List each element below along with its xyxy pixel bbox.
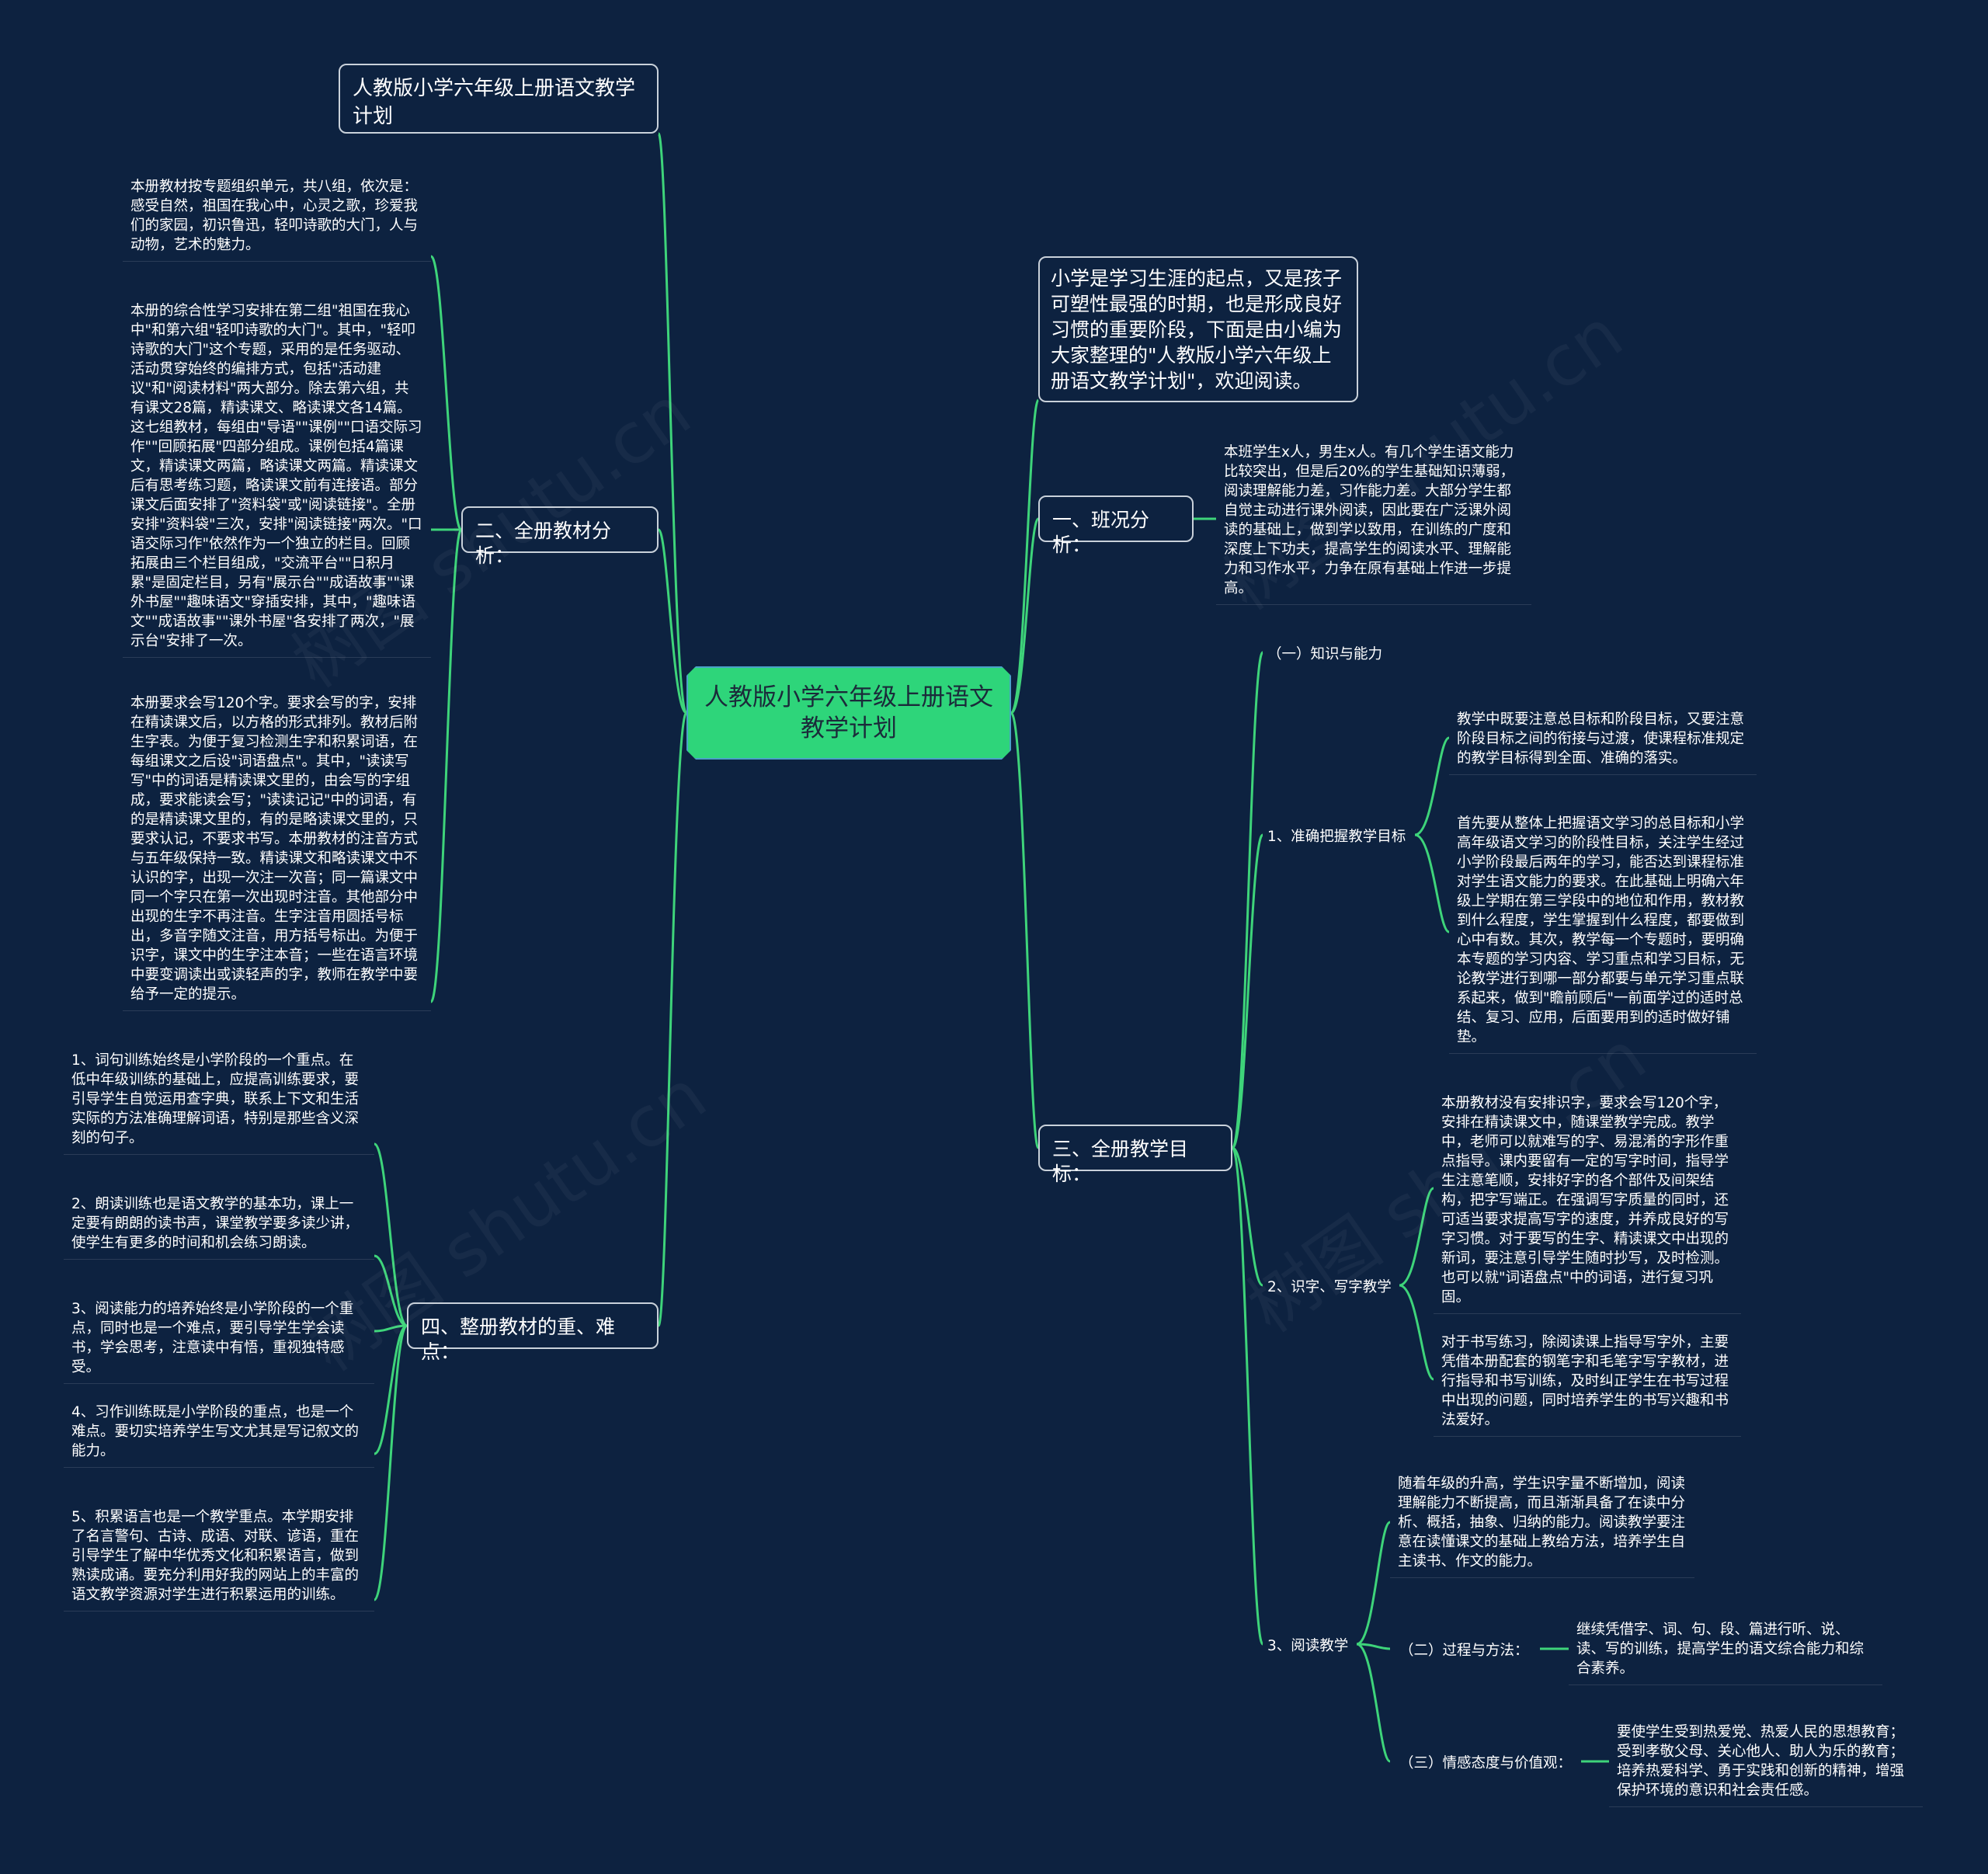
link-b4-leaf1 (373, 1142, 408, 1327)
branch-materials-analysis[interactable]: 二、全册教材分析： (461, 506, 659, 567)
branch-key-difficult-points[interactable]: 四、整册教材的重、难点： (407, 1302, 659, 1363)
link-s3-emotion (1356, 1643, 1392, 1763)
leaf-target-1: 教学中既要注意总目标和阶段目标，又要注意阶段目标之间的衔接与过渡，使课程标准规定… (1449, 704, 1757, 775)
sub-knowledge-ability[interactable]: （一）知识与能力 (1267, 646, 1383, 662)
intro-box[interactable]: 小学是学习生涯的起点，又是孩子可塑性最强的时期，也是形成良好习惯的重要阶段，下面… (1038, 256, 1358, 402)
leaf-point-1: 1、词句训练始终是小学阶段的一个重点。在低中年级训练的基础上，应提高训练要求，要… (64, 1045, 374, 1155)
link-b4-leaf3 (374, 1324, 408, 1333)
link-center-intro (1010, 398, 1040, 714)
link-center-branch1 (1010, 517, 1040, 714)
link-b4-leaf2 (374, 1254, 408, 1327)
sub-emotion-values[interactable]: （三）情感态度与价值观： (1399, 1755, 1573, 1771)
link-b2-leaf1 (429, 255, 463, 531)
link-center-titlebox (657, 132, 688, 714)
leaf-point-4: 4、习作训练既是小学阶段的重点，也是一个难点。要切实培养学生写文尤其是写记叙文的… (64, 1396, 374, 1468)
leaf-class-analysis: 本班学生x人，男生x人。有几个学生语文能力比较突出，但是后20%的学生基础知识薄… (1216, 436, 1531, 605)
title-box[interactable]: 人教版小学六年级上册语文教学计划 (339, 64, 659, 134)
sub-teaching-target[interactable]: 1、准确把握教学目标 (1267, 829, 1406, 845)
leaf-writing-1: 本册教材没有安排识字，要求会写120个字，安排在精读课文中，随课堂教学完成。教学… (1434, 1087, 1741, 1314)
leaf-point-3: 3、阅读能力的培养始终是小学阶段的一个重点，同时也是一个难点，要引导学生学会读书… (64, 1293, 374, 1384)
leaf-target-2: 首先要从整体上把握语文学习的总目标和小学高年级语文学习的阶段性目标，关注学生经过… (1449, 808, 1757, 1054)
central-topic[interactable]: 人教版小学六年级上册语文教学计划 (686, 666, 1011, 760)
link-b3-sub1 (1231, 833, 1264, 1149)
leaf-reading: 随着年级的升高，学生识字量不断增加，阅读理解能力不断提高，而且渐渐具备了在读中分… (1390, 1468, 1694, 1578)
link-b4-leaf5 (373, 1324, 408, 1601)
link-b4-leaf4 (374, 1324, 408, 1455)
link-center-branch2 (657, 528, 688, 714)
sub-character-writing[interactable]: 2、识字、写字教学 (1267, 1279, 1392, 1295)
sub-process-method[interactable]: （二）过程与方法： (1399, 1643, 1529, 1659)
sub-reading-teaching[interactable]: 3、阅读教学 (1267, 1638, 1349, 1654)
link-center-branch4 (657, 711, 688, 1327)
leaf-writing-2: 对于书写练习，除阅读课上指导写字外，主要凭借本册配套的钢笔字和毛笔字写字教材，进… (1434, 1326, 1741, 1437)
link-s2-leaf1 (1399, 1187, 1434, 1287)
link-s2-leaf2 (1399, 1284, 1434, 1381)
link-b3-sub3 (1231, 1146, 1264, 1646)
leaf-unit-themes: 本册教材按专题组织单元，共八组，依次是：感受自然，祖国在我心中，心灵之歌，珍爱我… (123, 171, 431, 262)
link-s3-leaf (1356, 1521, 1392, 1646)
leaf-point-5: 5、积累语言也是一个教学重点。本学期安排了名言警句、古诗、成语、对联、谚语，重在… (64, 1501, 374, 1612)
leaf-writing-requirements: 本册要求会写120个字。要求会写的字，安排在精读课文后，以方格的形式排列。教材后… (123, 687, 431, 1011)
link-s3-process (1356, 1643, 1391, 1650)
branch-teaching-goals[interactable]: 三、全册教学目标： (1038, 1125, 1232, 1185)
link-s1-leaf1 (1414, 736, 1450, 836)
leaf-point-2: 2、朗读训练也是语文教学的基本功，课上一定要有朗朗的读书声，课堂教学要多读少讲，… (64, 1188, 374, 1260)
leaf-emotion-values: 要使学生受到热爱党、热爱人民的思想教育；受到孝敬父母、关心他人、助人为乐的教育；… (1609, 1716, 1923, 1807)
leaf-process-method: 继续凭借字、词、句、段、篇进行听、说、读、写的训练，提高学生的语文综合能力和综合… (1569, 1614, 1882, 1685)
link-s1-leaf2 (1414, 833, 1450, 934)
link-center-branch3 (1010, 711, 1040, 1149)
link-b2-leaf3 (429, 528, 463, 1003)
link-b3-sub2 (1232, 1146, 1263, 1287)
branch-class-analysis[interactable]: 一、班况分析： (1038, 495, 1194, 556)
leaf-integrated-learning: 本册的综合性学习安排在第二组"祖国在我心中"和第六组"轻叩诗歌的大门"。其中，"… (123, 295, 431, 658)
link-b3-sub0 (1231, 651, 1264, 1149)
